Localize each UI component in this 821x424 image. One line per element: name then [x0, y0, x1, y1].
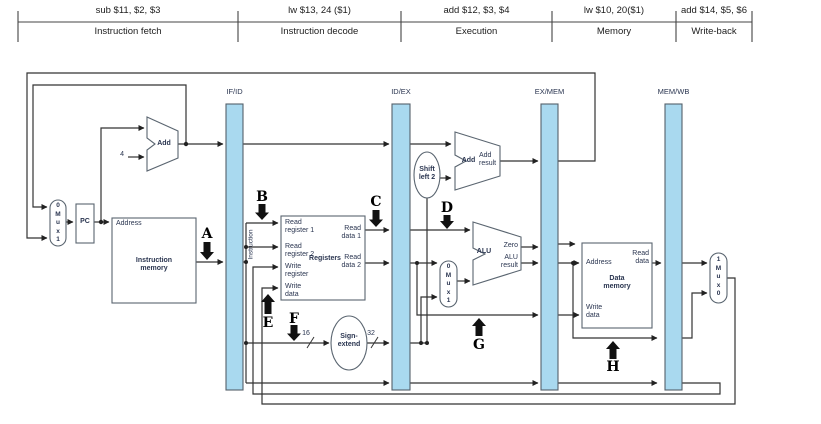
point-arrows — [200, 204, 620, 359]
alu-shape — [472, 221, 522, 286]
instruction-memory-box — [111, 217, 197, 304]
point-label-c: C — [370, 194, 382, 210]
memwb-label: MEM/WB — [657, 87, 690, 96]
sign-extend-label: Sign- extend — [337, 333, 361, 349]
dmem-address-label: Address — [586, 259, 612, 266]
point-arrow-h-up — [606, 341, 620, 359]
point-label-h: H — [606, 359, 620, 375]
write-data-label: Write data — [285, 283, 302, 299]
point-arrow-c-down — [369, 210, 383, 227]
if-adder-label: Add — [157, 140, 171, 147]
wire-bypass-to-mux0 — [682, 290, 708, 339]
instruction-bus-label: Instruction — [247, 229, 255, 260]
stage3-name: Execution — [455, 26, 498, 37]
data-memory-box — [581, 242, 653, 329]
point-label-g: G — [473, 337, 485, 353]
pc-label: PC — [80, 218, 90, 225]
stage5-instruction: add $14, $5, $6 — [680, 5, 748, 16]
bus-width-slashes — [306, 336, 379, 349]
stage2-instruction: lw $13, 24 ($1) — [288, 5, 351, 16]
point-label-b: B — [256, 189, 268, 205]
dmem-read-data-label: Read data — [632, 250, 649, 266]
alu-result-label: ALU result — [500, 254, 518, 270]
pipeline-register-bars — [225, 103, 683, 391]
stage2-name: Instruction decode — [280, 26, 359, 37]
alu-src-mux-labels: 0 M u x 1 — [445, 263, 452, 305]
alu-label: ALU — [476, 248, 492, 255]
four-constant: 4 — [120, 151, 124, 158]
wire-imm-to-shift — [410, 197, 428, 344]
stage5-name: Write-back — [691, 26, 737, 37]
dmem-write-data-label: Write data — [586, 304, 603, 320]
idex-register-bar — [391, 103, 411, 391]
exmem-label: EX/MEM — [534, 87, 565, 96]
point-label-f: F — [289, 311, 299, 327]
dmem-title: Data memory — [603, 275, 631, 291]
wire-write-data-return — [261, 277, 736, 405]
stage1-name: Instruction fetch — [94, 26, 162, 37]
read-register1-label: Read register 1 — [285, 219, 315, 235]
wire-pc-to-add — [100, 125, 145, 222]
point-arrow-g-up — [472, 318, 486, 336]
imem-address-label: Address — [116, 220, 142, 227]
ifid-label: IF/ID — [226, 87, 243, 96]
stage4-name: Memory — [596, 26, 632, 37]
sign-extend-shape — [330, 315, 368, 371]
imem-title: Instruction memory — [135, 257, 173, 273]
point-label-e: E — [262, 315, 274, 331]
add-result-label: Add result — [479, 152, 497, 168]
pc-src-mux-labels: 0 M u x 1 — [55, 202, 61, 244]
wb-mux-labels: 1 M u x 0 — [715, 256, 722, 298]
write-register-label: Write register — [285, 263, 309, 279]
bus-width-32: 32 — [367, 330, 375, 337]
exmem-register-bar — [540, 103, 559, 391]
bus-width-16: 16 — [302, 330, 310, 337]
registers-box — [280, 215, 366, 301]
point-arrow-f-down — [287, 325, 301, 341]
ifid-register-bar — [225, 103, 244, 391]
idex-label: ID/EX — [391, 87, 411, 96]
point-label-d: D — [440, 200, 454, 216]
point-arrow-a-down — [200, 242, 214, 260]
read-data2-label: Read data 2 — [341, 254, 361, 270]
if-adder-shape — [146, 116, 179, 172]
branch-adder-label: Add — [461, 157, 476, 164]
memwb-register-bar — [664, 103, 683, 391]
wire-branch-target-feedback — [26, 72, 596, 241]
stage-table-rules — [17, 11, 753, 42]
pc-box — [75, 203, 95, 244]
stage1-instruction: sub $11, $2, $3 — [95, 5, 161, 16]
shift-left-2-label: Shift left 2 — [418, 166, 436, 182]
wb-mux-shape — [709, 252, 728, 304]
wire-store-data — [416, 263, 539, 318]
shift-left-2-shape — [413, 151, 441, 199]
stage4-instruction: lw $10, 20($1) — [583, 5, 645, 16]
point-arrow-e-up — [261, 294, 275, 314]
branch-adder-shape — [454, 131, 501, 191]
pc-src-mux-shape — [49, 199, 67, 247]
point-arrow-b-down — [255, 204, 269, 220]
wire-write-register-return — [252, 264, 721, 395]
alu-src-mux-shape — [439, 260, 458, 308]
read-data1-label: Read data 1 — [341, 225, 361, 241]
wire-alu-result-bypass — [572, 263, 658, 341]
alu-zero-label: Zero — [503, 242, 518, 249]
read-register2-label: Read register 2 — [285, 243, 315, 259]
stage3-instruction: add $12, $3, $4 — [443, 5, 510, 16]
wire-imm-to-mux1 — [420, 294, 438, 343]
registers-title: Registers — [309, 255, 341, 262]
point-label-a: A — [201, 226, 213, 242]
junction-dots — [98, 141, 575, 345]
wire-pc-plus4-feedback — [32, 84, 187, 210]
point-arrow-d-down — [440, 215, 454, 229]
